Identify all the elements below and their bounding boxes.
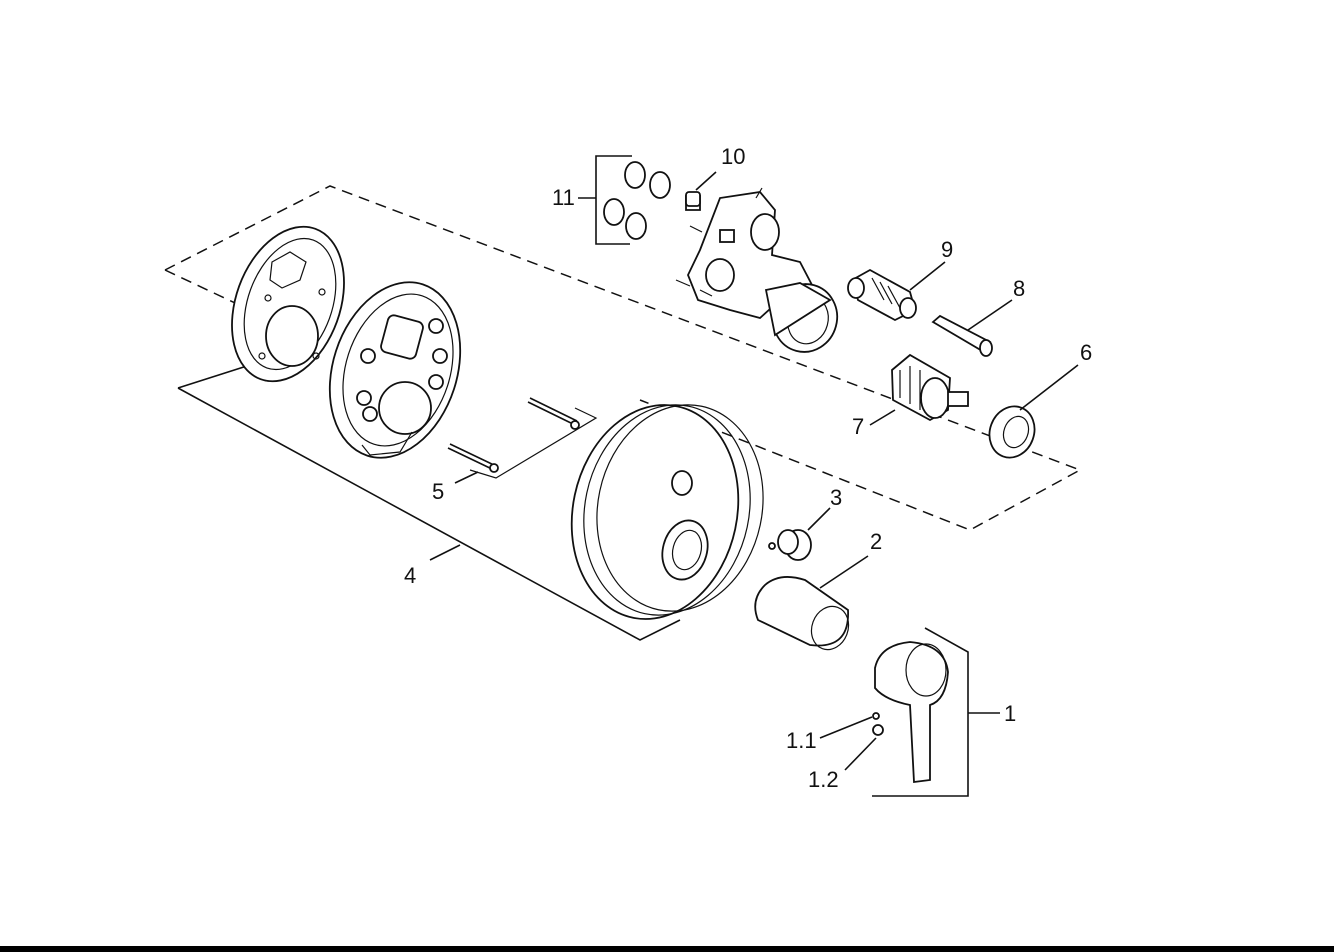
part-2-sleeve [754,576,850,651]
label-5: 5 [432,479,444,504]
label-10: 10 [721,144,745,169]
escutcheon [570,404,764,620]
label-8: 8 [1013,276,1025,301]
label-9: 9 [941,237,953,262]
label-1-2: 1.2 [808,767,839,792]
part-8-pin [931,299,1013,357]
leader-lines [454,471,877,771]
label-6: 6 [1080,340,1092,365]
label-7: 7 [852,414,864,439]
part-3-cap [768,529,812,561]
label-1: 1 [1004,701,1016,726]
label-11: 11 [552,185,575,210]
part-7-cartridge [869,353,969,426]
screws-5 [447,397,598,479]
part-6-nut [988,364,1079,459]
part-1-lever [872,641,949,784]
label-1-1: 1.1 [786,728,817,753]
part-10-spring [685,171,717,207]
label-3: 3 [830,485,842,510]
label-2: 2 [870,529,882,554]
label-4: 4 [404,563,416,588]
o-rings-11 [578,155,671,245]
bottom-rule [0,946,1334,952]
valve-body [675,187,839,353]
cover-plate [328,281,462,459]
mounting-plate [231,225,345,383]
bracket-1 [872,627,1000,797]
bracket-4 [177,364,681,641]
part-9-cartridge [847,261,946,322]
